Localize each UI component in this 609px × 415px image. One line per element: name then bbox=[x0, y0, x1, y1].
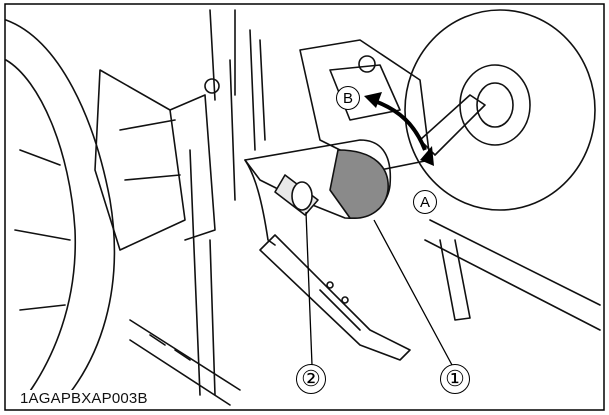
position-label: B bbox=[342, 89, 353, 107]
position-label: A bbox=[419, 193, 430, 211]
figure-id-code: 1AGAPBXAP003B bbox=[18, 390, 150, 407]
callout-2: ② bbox=[296, 364, 326, 394]
position-a-marker: A bbox=[413, 190, 437, 214]
callout-label: ① bbox=[445, 366, 465, 391]
position-b-marker: B bbox=[336, 86, 360, 110]
callout-1: ① bbox=[440, 364, 470, 394]
callout-label: ② bbox=[301, 366, 321, 391]
